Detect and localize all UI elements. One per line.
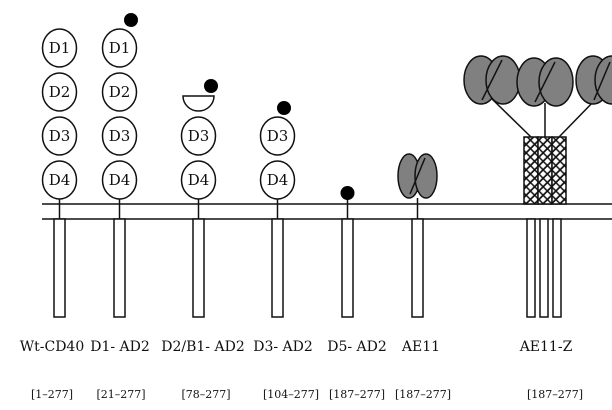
ad2-tag-dot	[124, 13, 138, 27]
construct-name: AE11	[401, 339, 440, 355]
domain-d2	[41, 72, 78, 112]
cytoplasmic-tail	[271, 218, 284, 318]
residue-range: [78–277]	[181, 388, 230, 401]
leucine-zipper	[537, 136, 553, 205]
domain-label: D2	[109, 83, 131, 101]
construct-d2-b1-ad2: D4 D3	[180, 79, 218, 318]
domain-d3	[41, 116, 78, 156]
domain-label: D3	[267, 127, 289, 145]
construct-d5-ad2	[340, 186, 355, 318]
domain-d4	[101, 160, 138, 200]
domain-d1	[41, 28, 78, 68]
domain-d3	[180, 116, 217, 156]
cytoplasmic-tail	[539, 218, 549, 318]
leucine-zipper	[523, 136, 539, 205]
residue-range: [187–277]	[329, 388, 385, 401]
construct-name: AE11-Z	[519, 339, 573, 355]
construct-d1-ad2: D4 D3 D2 D1	[101, 13, 138, 318]
residue-range: [1–277]	[31, 388, 73, 401]
domain-label: D4	[49, 171, 71, 189]
construct-name: D3- AD2	[253, 339, 313, 355]
domain-hatch	[593, 61, 611, 101]
b1-half-module	[182, 95, 215, 112]
construct-d3-ad2: D4 D3	[259, 101, 296, 318]
cytoplasmic-tail	[341, 218, 354, 318]
construct-ae11	[397, 153, 438, 318]
domain-d1	[101, 28, 138, 68]
ad2-tag-dot	[277, 101, 291, 115]
domain-d2	[101, 72, 138, 112]
gray-domain	[414, 153, 438, 199]
ad2-tag-dot	[340, 186, 355, 200]
construct-name: Wt-CD40	[20, 339, 85, 355]
domain-d4	[180, 160, 217, 200]
domain-label: D3	[109, 127, 131, 145]
residue-range: [104–277]	[263, 388, 319, 401]
residue-range: [187–277]	[527, 388, 583, 401]
gray-domain	[485, 55, 521, 105]
cytoplasmic-tail	[411, 218, 424, 318]
membrane	[42, 203, 612, 220]
residue-range: [187–277]	[395, 388, 451, 401]
leucine-zipper	[551, 136, 567, 205]
domain-label: D1	[109, 39, 131, 57]
domain-label: D2	[49, 83, 71, 101]
domain-d4	[259, 160, 296, 200]
linker	[490, 97, 532, 138]
cytoplasmic-tail	[113, 218, 126, 318]
domain-d3	[101, 116, 138, 156]
cytoplasmic-tail	[552, 218, 562, 318]
domain-label: D3	[188, 127, 210, 145]
construct-name: D1- AD2	[90, 339, 150, 355]
domain-hatch	[534, 61, 556, 103]
construct-labels: Wt-CD40 D1- AD2 D2/B1- AD2 D3- AD2 D5- A…	[20, 339, 573, 355]
construct-name: D5- AD2	[327, 339, 387, 355]
residue-ranges: [1–277] [21–277] [78–277] [104–277] [187…	[31, 388, 583, 401]
domain-hatch	[409, 157, 426, 195]
domain-label: D4	[267, 171, 289, 189]
domain-label: D4	[188, 171, 210, 189]
domain-label: D1	[49, 39, 71, 57]
domain-d3	[259, 116, 296, 156]
construct-wt-cd40: D4 D3 D2 D1	[41, 28, 78, 318]
ad2-tag-dot	[204, 79, 218, 93]
cytoplasmic-tail	[526, 218, 536, 318]
residue-range: [21–277]	[96, 388, 145, 401]
domain-d4	[41, 160, 78, 200]
gray-domain	[538, 57, 574, 107]
construct-name: D2/B1- AD2	[161, 339, 244, 355]
cytoplasmic-tail	[53, 218, 66, 318]
domain-hatch	[481, 59, 503, 101]
domain-label: D4	[109, 171, 131, 189]
cytoplasmic-tail	[192, 218, 205, 318]
domain-label: D3	[49, 127, 71, 145]
construct-ae11-z	[463, 55, 612, 318]
